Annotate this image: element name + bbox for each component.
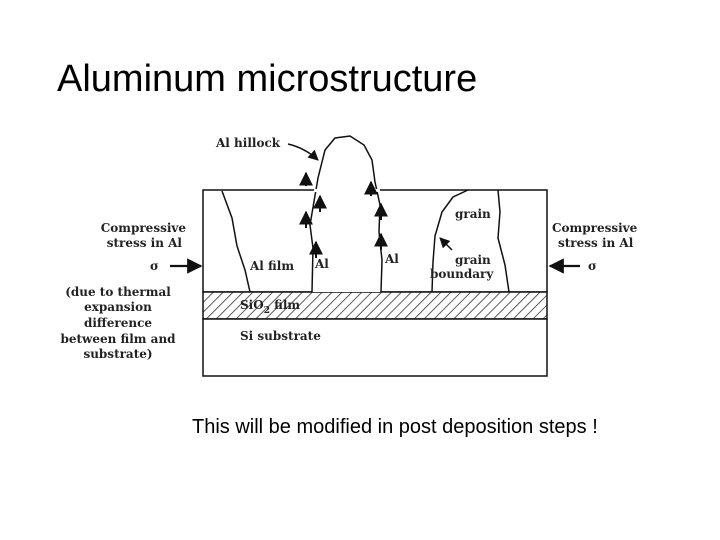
caption: This will be modified in post deposition… xyxy=(192,416,598,438)
si-substrate-layer xyxy=(202,318,548,377)
al-hillock-label: Al hillock xyxy=(215,136,281,150)
thermal-expansion-note: expansion xyxy=(84,300,152,314)
grain-boundary-line-2 xyxy=(431,189,469,293)
left-stress-label: stress in Al xyxy=(107,236,183,250)
al-label: Al xyxy=(384,252,399,266)
al-label: Al xyxy=(314,257,329,271)
slide-title: Aluminum microstructure xyxy=(57,58,478,100)
grain-boundary-pointer-arrow xyxy=(439,237,453,251)
thermal-expansion-note: substrate) xyxy=(83,347,152,361)
right-sigma-symbol: σ xyxy=(588,259,597,273)
sio2-film-label: SiO2 film xyxy=(240,298,300,316)
grain-boundary-line-1 xyxy=(221,190,251,293)
right-stress-label: stress in Al xyxy=(558,236,634,250)
si-substrate-label: Si substrate xyxy=(240,329,321,343)
thermal-expansion-note: (due to thermal xyxy=(65,285,171,299)
left-stress-label: Compressive xyxy=(101,221,187,235)
right-stress-label: Compressive xyxy=(552,221,638,235)
grain-boundary-label: grain xyxy=(455,253,491,267)
grain-boundary-label: boundary xyxy=(430,267,494,281)
grain-label: grain xyxy=(455,207,491,221)
grain-boundary-line-3 xyxy=(497,189,510,293)
thermal-expansion-note: difference xyxy=(84,316,152,330)
al-film-label: Al film xyxy=(249,259,294,273)
thermal-expansion-note: between film and xyxy=(60,332,176,346)
hillock-pointer-arrow xyxy=(287,143,319,161)
left-sigma-symbol: σ xyxy=(150,259,159,273)
